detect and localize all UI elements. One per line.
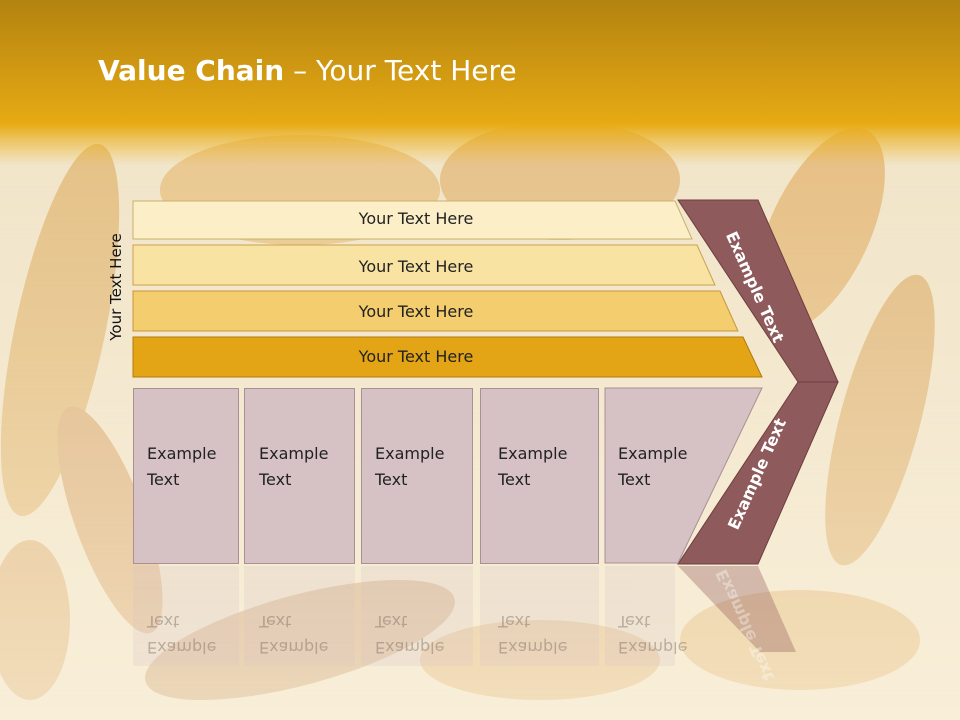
bar-1-shape: [132, 200, 693, 240]
box-5-shape: [604, 387, 763, 564]
box-4: [480, 388, 599, 564]
header-band: [0, 0, 960, 165]
box-3: [361, 388, 473, 564]
chevron-lower-shape: [677, 381, 839, 565]
bar-4-label: Your Text Here: [358, 347, 474, 366]
bar-1-label: Your Text Here: [358, 209, 474, 228]
bar-2-label: Your Text Here: [358, 257, 474, 276]
box-1: [133, 388, 239, 564]
bar-3-label: Your Text Here: [358, 302, 474, 321]
boxes-reflection: [133, 566, 675, 666]
slide-title: Value Chain – Your Text Here: [98, 54, 517, 87]
vertical-label: Your Text Here: [107, 233, 125, 341]
bar-2-shape: [132, 244, 716, 286]
bar-3-shape: [132, 290, 739, 332]
bar-4-shape: [132, 336, 763, 378]
chevron-reflection: [678, 566, 796, 652]
box-2: [244, 388, 355, 564]
title-rest: – Your Text Here: [284, 54, 517, 87]
title-bold: Value Chain: [98, 54, 285, 87]
